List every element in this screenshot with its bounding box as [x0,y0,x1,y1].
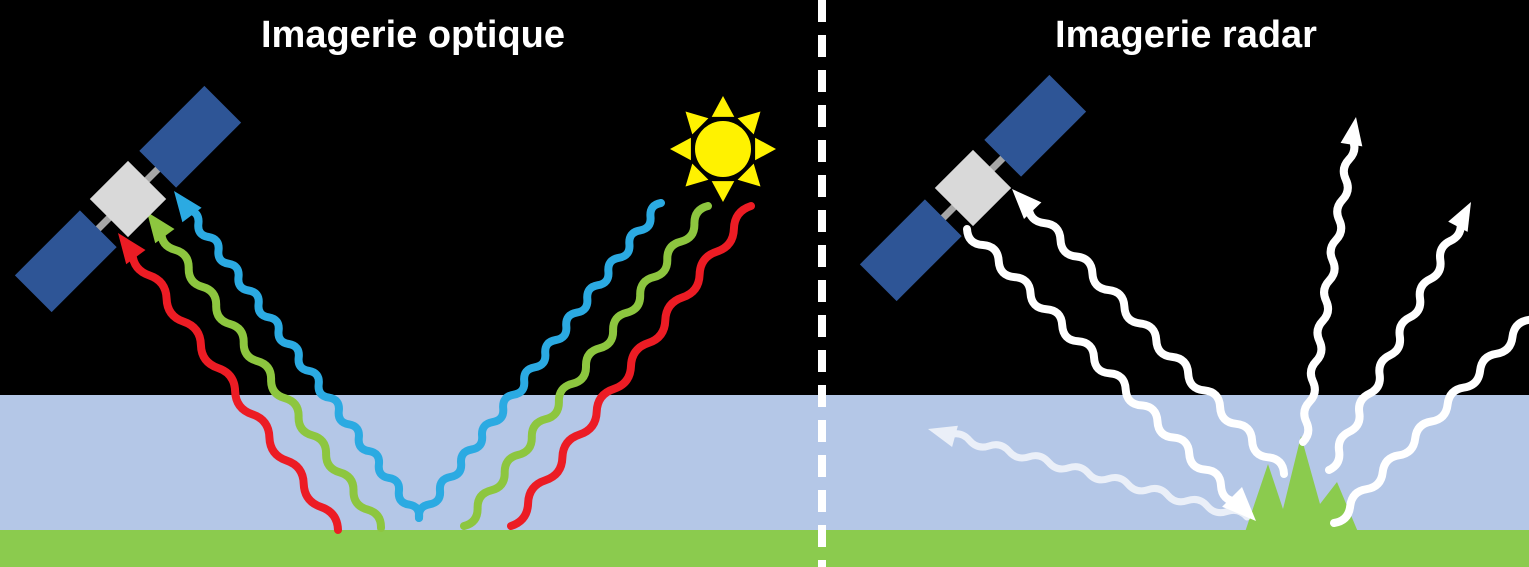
scatter-up [1299,117,1363,446]
scatter-up-right-wave [1325,217,1465,474]
solar-panel-icon [859,199,962,302]
radar-echo-arrowhead [1012,189,1042,219]
solar-panel-icon [984,74,1087,177]
specular-away [928,425,1251,521]
reflected-ray-green-wave [157,227,385,532]
sun-ray [670,137,691,161]
scatter-up-right [1325,202,1471,474]
reflected-ray-green-arrowhead [147,212,175,244]
reflected-ray-blue [174,191,424,522]
sun-ray-green-wave [460,202,712,530]
scatter-right-wave [1330,315,1529,527]
solar-panel-icon [139,85,242,188]
radar-panel-title: Imagerie radar [1055,14,1317,56]
scatter-up-arrowhead [1340,117,1363,147]
scatter-up-right-arrowhead [1448,202,1471,232]
sun-ray [711,181,735,202]
scatter-up-wave [1299,135,1359,446]
specular-away-arrowhead [928,425,958,447]
sun-ray [737,111,761,135]
reflected-ray-red-wave [128,248,342,534]
ground-band [0,530,1529,567]
reflected-ray-blue-wave [184,206,424,522]
scatter-right [1330,315,1529,527]
sun-disc [695,121,751,177]
radar-emitted-pulse-wave [963,225,1241,506]
reflected-ray-red [118,233,342,534]
sun-ray [685,111,709,135]
optical-panel-title: Imagerie optique [260,14,566,56]
sun-ray-blue [414,199,665,522]
optical-satellite-icon [14,85,242,313]
radar-echo [1012,189,1288,478]
reflected-ray-red-arrowhead [118,233,146,265]
reflected-ray-blue-arrowhead [174,191,202,223]
vegetation-peaks [1245,436,1358,532]
sun-ray-blue-wave [414,199,665,522]
sun-ray [737,163,761,187]
sun-ray-red [507,202,755,530]
sun-ray [755,137,776,161]
solar-panel-icon [14,210,117,313]
sun-ray-green [460,202,712,530]
radar-satellite-icon [859,74,1087,302]
sun-ray [711,96,735,117]
radar-echo-wave [1024,202,1288,478]
reflected-ray-green [147,212,385,532]
specular-away-wave [946,430,1251,521]
sun-icon [670,96,776,202]
sun-ray-red-wave [507,202,755,530]
sun-ray [685,163,709,187]
satellite-body [934,149,1012,227]
